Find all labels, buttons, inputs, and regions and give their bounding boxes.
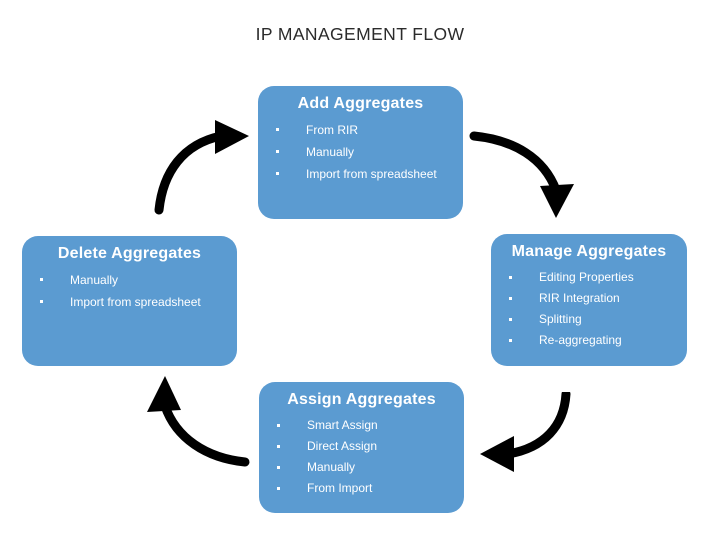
node-delete-aggregates[interactable]: Delete Aggregates Manually Import from s… bbox=[22, 236, 237, 366]
node-add-aggregates[interactable]: Add Aggregates From RIR Manually Import … bbox=[258, 86, 463, 219]
list-item-label: Manually bbox=[70, 273, 119, 287]
bullet-square-icon bbox=[277, 466, 280, 469]
bullet-square-icon bbox=[276, 128, 279, 131]
list-item-label: Smart Assign bbox=[307, 418, 378, 432]
bullet-square-icon bbox=[40, 278, 43, 281]
list-item-label: From Import bbox=[307, 481, 373, 495]
node-bullet-list: Editing Properties RIR Integration Split… bbox=[491, 267, 687, 351]
list-item-label: Import from spreadsheet bbox=[70, 295, 201, 309]
bullet-square-icon bbox=[509, 276, 512, 279]
node-title: Manage Aggregates bbox=[511, 243, 667, 260]
list-item-label: Import from spreadsheet bbox=[306, 167, 437, 181]
list-item-label: Editing Properties bbox=[539, 270, 634, 284]
curved-arrow-assign-to-delete-icon bbox=[147, 376, 250, 467]
list-item-label: Re-aggregating bbox=[539, 333, 622, 347]
bullet-square-icon bbox=[509, 339, 512, 342]
bullet-square-icon bbox=[277, 445, 280, 448]
list-item-label: Manually bbox=[307, 460, 356, 474]
list-item: Manually bbox=[258, 141, 463, 163]
node-title: Add Aggregates bbox=[297, 95, 424, 112]
curved-arrow-manage-to-assign-icon bbox=[480, 392, 571, 472]
list-item: Manually bbox=[259, 457, 464, 478]
node-bullet-list: Smart Assign Direct Assign Manually From… bbox=[259, 415, 464, 499]
list-item: From RIR bbox=[258, 119, 463, 141]
node-bullet-list: Manually Import from spreadsheet bbox=[22, 269, 237, 313]
list-item: From Import bbox=[259, 478, 464, 499]
list-item: Re-aggregating bbox=[491, 330, 687, 351]
list-item-label: Manually bbox=[306, 145, 355, 159]
bullet-square-icon bbox=[277, 424, 280, 427]
bullet-square-icon bbox=[277, 487, 280, 490]
node-manage-aggregates[interactable]: Manage Aggregates Editing Properties RIR… bbox=[491, 234, 687, 366]
bullet-square-icon bbox=[276, 172, 279, 175]
list-item: Manually bbox=[22, 269, 237, 291]
list-item-label: From RIR bbox=[306, 123, 358, 137]
node-title: Assign Aggregates bbox=[287, 391, 436, 408]
bullet-square-icon bbox=[509, 318, 512, 321]
node-bullet-list: From RIR Manually Import from spreadshee… bbox=[258, 119, 463, 185]
page-title: IP MANAGEMENT FLOW bbox=[255, 24, 465, 44]
curved-arrow-add-to-manage-icon bbox=[469, 131, 574, 218]
bullet-square-icon bbox=[40, 300, 43, 303]
list-item: Smart Assign bbox=[259, 415, 464, 436]
curved-arrow-delete-to-add-icon bbox=[154, 120, 249, 215]
list-item: RIR Integration bbox=[491, 288, 687, 309]
list-item-label: Direct Assign bbox=[307, 439, 378, 453]
bullet-square-icon bbox=[509, 297, 512, 300]
list-item-label: RIR Integration bbox=[539, 291, 620, 305]
list-item: Splitting bbox=[491, 309, 687, 330]
bullet-square-icon bbox=[276, 150, 279, 153]
list-item: Import from spreadsheet bbox=[258, 163, 463, 185]
node-assign-aggregates[interactable]: Assign Aggregates Smart Assign Direct As… bbox=[259, 382, 464, 513]
node-title: Delete Aggregates bbox=[57, 245, 202, 262]
list-item: Import from spreadsheet bbox=[22, 291, 237, 313]
list-item-label: Splitting bbox=[539, 312, 582, 326]
list-item: Editing Properties bbox=[491, 267, 687, 288]
list-item: Direct Assign bbox=[259, 436, 464, 457]
